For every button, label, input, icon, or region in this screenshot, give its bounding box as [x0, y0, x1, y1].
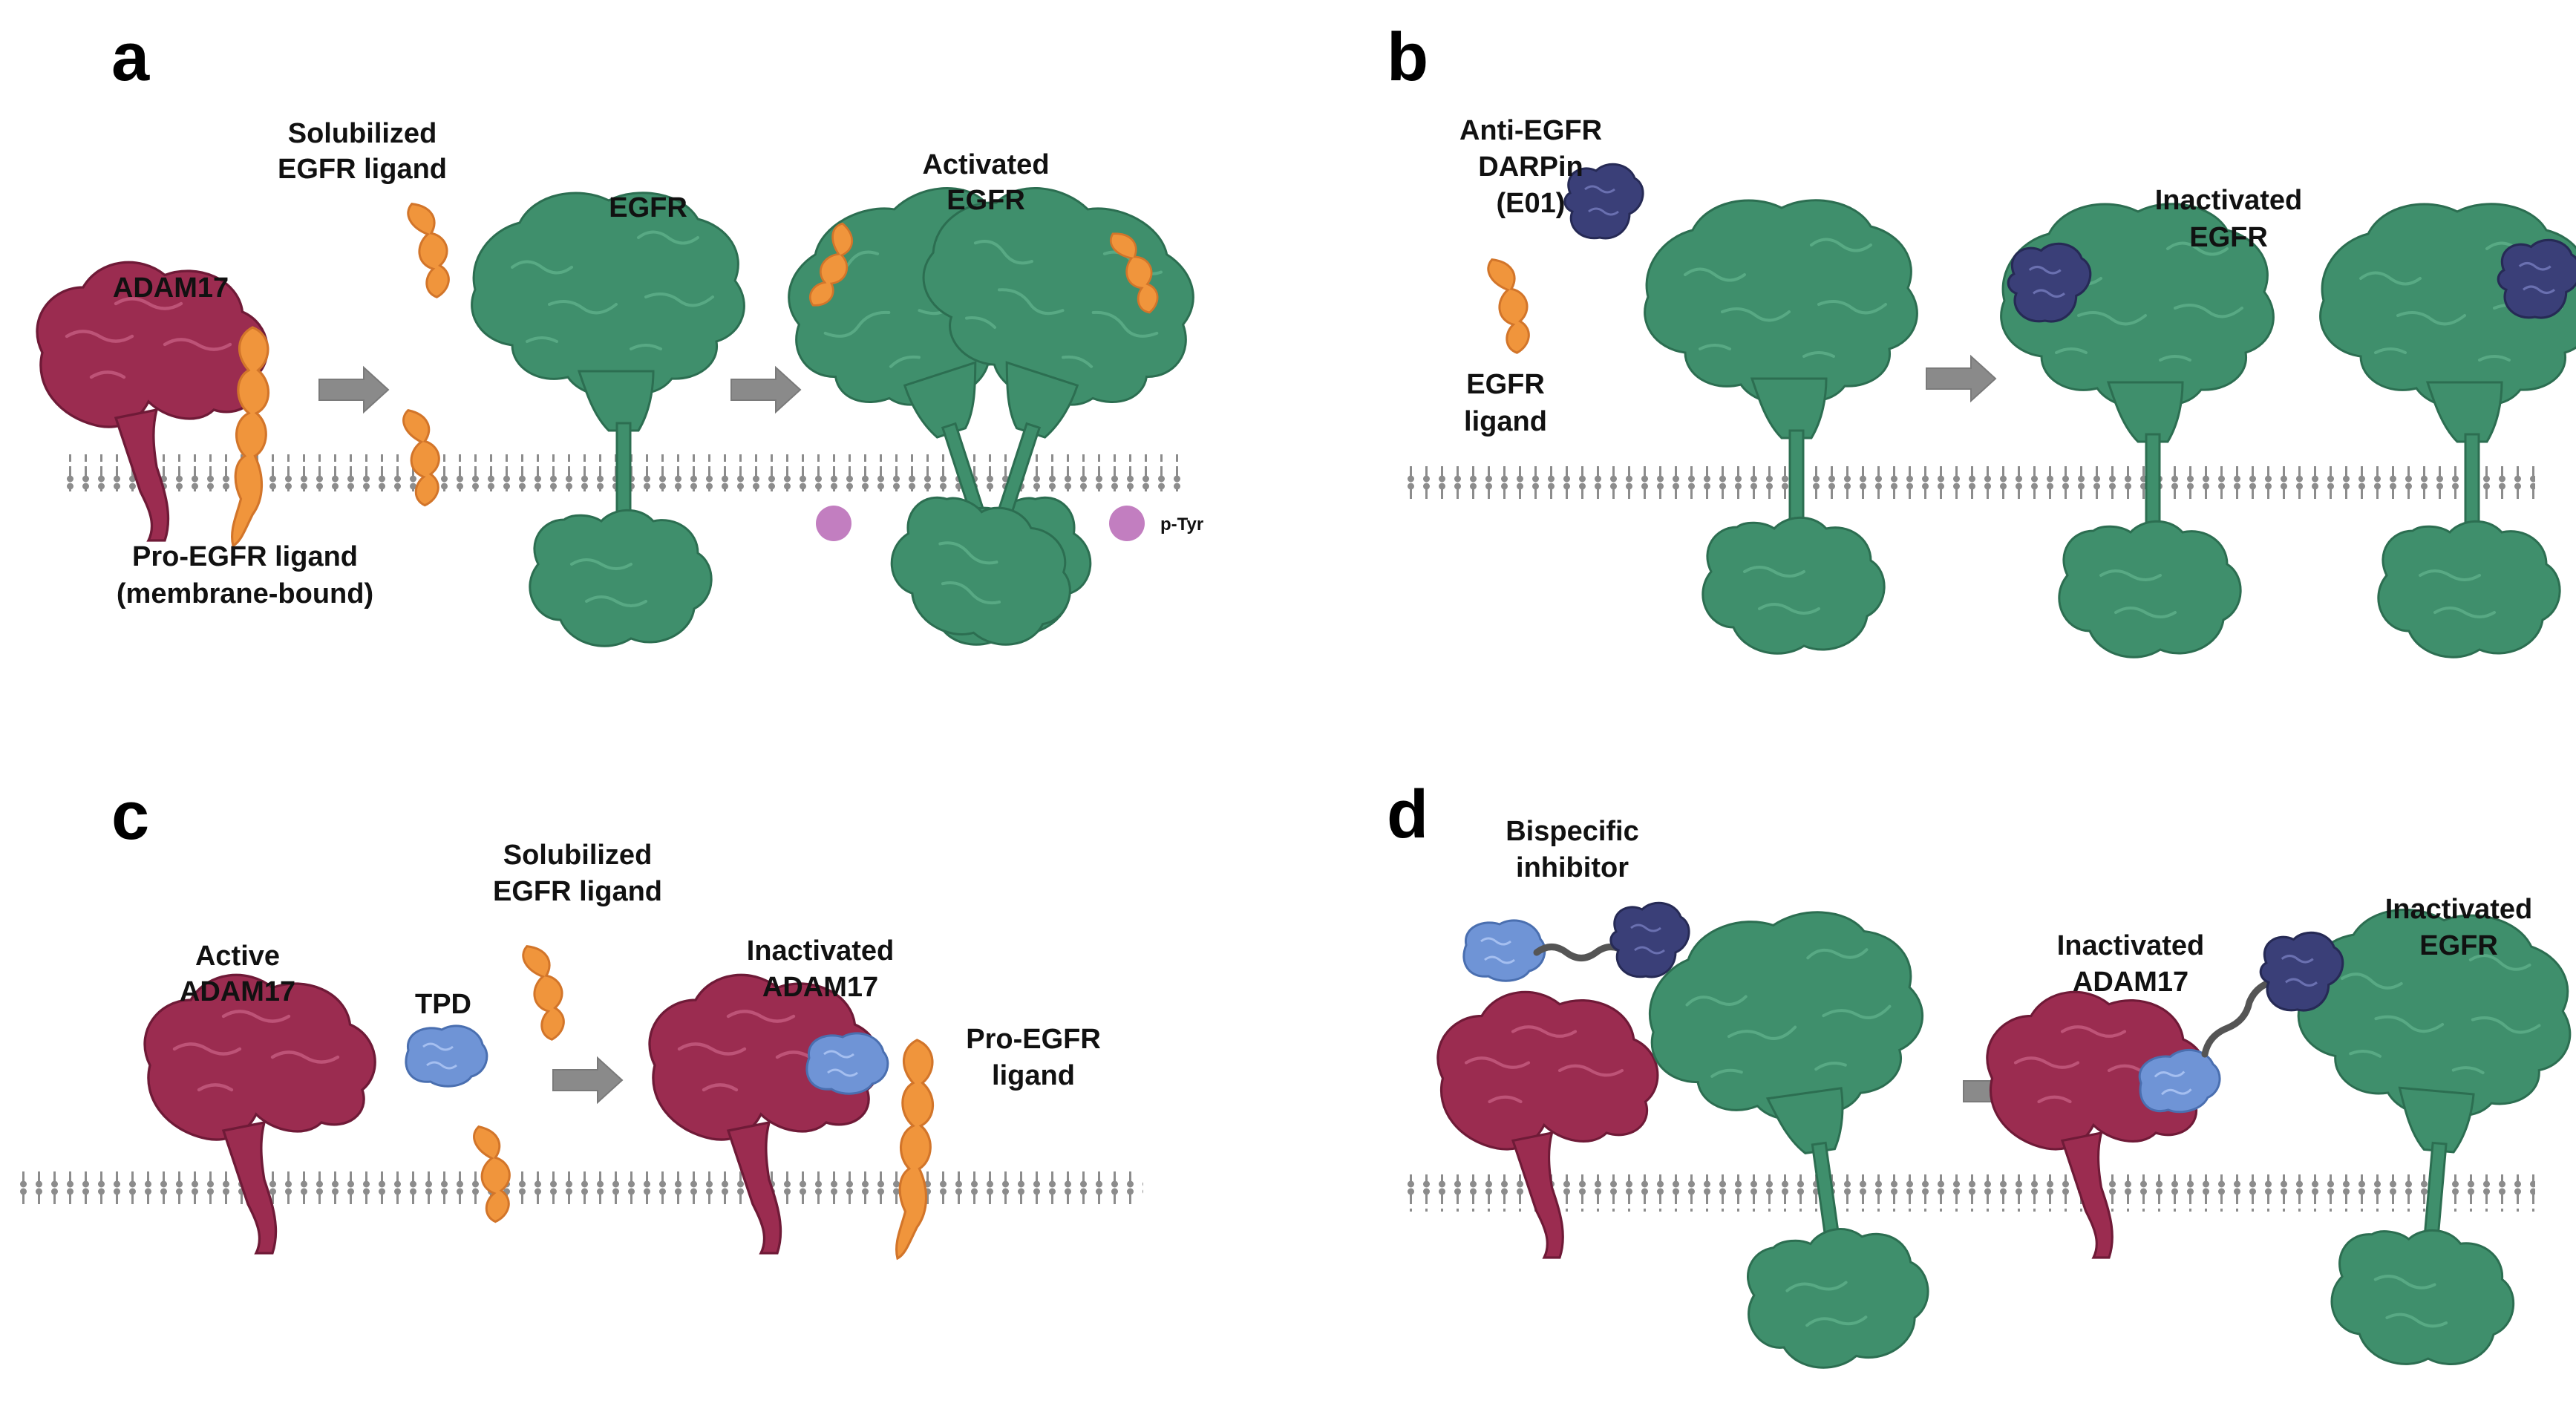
label-egfr-ligand-b-2: ligand: [1464, 406, 1547, 437]
bispecific-linker-bound: [2201, 976, 2283, 1058]
label-bispecific-2: inhibitor: [1516, 852, 1629, 883]
label-egfr-ligand-b-1: EGFR: [1466, 369, 1545, 400]
label-darpin-2: DARPin: [1478, 151, 1583, 183]
ptyr-dot-left: [816, 506, 851, 541]
adam17-d: [1438, 992, 1658, 1258]
panel-c: c Solubilized EGFR ligand Active ADAM17 …: [11, 778, 1143, 1260]
ptyr-dot-right: [1109, 506, 1145, 541]
label-solubilized-ligand-a-1: Solubilized: [288, 118, 437, 149]
label-inactivated-egfr-b-2: EGFR: [2189, 222, 2268, 253]
label-darpin-3: (E01): [1497, 188, 1566, 219]
panel-letter-a: a: [111, 19, 150, 95]
panel-d: d Bispecific inhibitor Inactivated ADAM1…: [1387, 777, 2576, 1388]
panel-a: a Solubilized EGFR ligand ADAM17 EGFR Ac…: [37, 19, 1220, 677]
label-solubilized-ligand-c-2: EGFR ligand: [493, 876, 662, 907]
label-solubilized-ligand-a-2: EGFR ligand: [278, 154, 447, 185]
ligand-free-b: [1484, 252, 1540, 356]
bispecific-tpd-arm: [1462, 919, 1546, 982]
adam17-active-c: [145, 975, 375, 1253]
label-active-adam17-2: ADAM17: [180, 976, 295, 1007]
label-inactivated-adam17-c-2: ADAM17: [762, 972, 878, 1003]
label-adam17-a: ADAM17: [113, 272, 229, 304]
panel-b: b Anti-EGFR DARPin (E01) EGFR ligand Ina…: [1387, 19, 2576, 659]
label-inactivated-egfr-b-1: Inactivated: [2155, 185, 2303, 216]
adam17-inactivated-d: [1987, 992, 2207, 1258]
label-tpd: TPD: [415, 989, 471, 1020]
label-bispecific-1: Bispecific: [1506, 816, 1639, 847]
tpd-free-c: [405, 1024, 488, 1088]
adam17-inactivated-c: [650, 975, 880, 1253]
membrane-c: [11, 1167, 1143, 1204]
label-inactivated-adam17-d-1: Inactivated: [2057, 930, 2205, 961]
pro-ligand-c: [895, 1039, 935, 1260]
label-egfr-a: EGFR: [609, 192, 687, 223]
membrane-b: [1407, 462, 2535, 499]
panel-letter-d: d: [1387, 777, 1428, 852]
label-pro-ligand-a-2: (membrane-bound): [117, 578, 373, 609]
process-arrow-c: [552, 1057, 623, 1103]
egfr-monomer-b: [1643, 198, 1919, 656]
egfr-monomer-d: [1635, 897, 1971, 1388]
label-pro-ligand-c-1: Pro-EGFR: [966, 1024, 1101, 1055]
label-solubilized-ligand-c-1: Solubilized: [503, 840, 653, 871]
solubilized-ligand-c-top: [519, 939, 575, 1043]
adam17-protein-a: [37, 262, 267, 540]
tpd-bound-c: [805, 1032, 889, 1095]
label-pro-ligand-c-2: ligand: [992, 1060, 1075, 1091]
process-arrow-b: [1926, 356, 1996, 402]
process-arrow-a1: [318, 367, 389, 413]
bispecific-linker-free: [1533, 944, 1629, 961]
egfr-monomer-a: [470, 191, 746, 648]
process-arrow-a2: [730, 367, 801, 413]
label-inactivated-egfr-d-2: EGFR: [2419, 930, 2498, 961]
label-pro-ligand-a-1: Pro-EGFR ligand: [132, 541, 358, 572]
label-activated-egfr-2: EGFR: [947, 185, 1025, 216]
label-inactivated-egfr-d-1: Inactivated: [2385, 894, 2533, 925]
label-activated-egfr-1: Activated: [922, 149, 1049, 180]
solubilized-ligand-a-top: [404, 197, 460, 301]
label-active-adam17-1: Active: [195, 941, 280, 972]
label-inactivated-adam17-d-2: ADAM17: [2073, 967, 2188, 998]
label-inactivated-adam17-c-1: Inactivated: [747, 935, 895, 967]
label-ptyr: p-Tyr: [1160, 514, 1203, 535]
membrane-d: [1407, 1174, 2535, 1212]
panel-letter-c: c: [111, 778, 149, 854]
panel-letter-b: b: [1387, 19, 1428, 95]
label-darpin-1: Anti-EGFR: [1459, 115, 1602, 146]
